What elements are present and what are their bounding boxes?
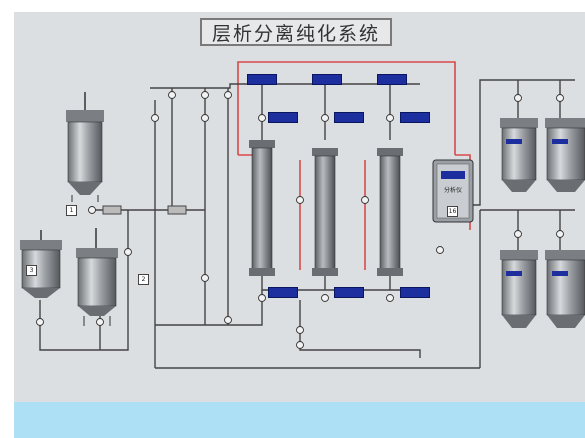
- pump-2: [167, 205, 187, 215]
- column-1: [249, 140, 275, 276]
- tank-badge-2: 2: [138, 274, 149, 285]
- page-title: 层析分离纯化系统: [200, 18, 392, 46]
- analyzer-display: [441, 171, 465, 179]
- indicator-bottom-1: [268, 287, 298, 298]
- column-2: [312, 148, 338, 276]
- tank-bottom-mid: [76, 228, 118, 326]
- analyzer-badge: 16: [447, 206, 458, 217]
- status-bar: [14, 402, 585, 438]
- valves: [36, 91, 564, 349]
- indicator-top-2: [312, 74, 342, 85]
- tank-right-3: [500, 250, 538, 328]
- indicator-mid-1: [268, 112, 298, 123]
- column-3: [377, 148, 403, 276]
- indicator-mid-2: [334, 112, 364, 123]
- tank-right-4: [545, 250, 585, 328]
- indicator-bottom-3: [400, 287, 430, 298]
- tank-right-2: [545, 118, 585, 192]
- tank-bottom-left: [20, 230, 62, 298]
- tank-badge-3: 3: [26, 265, 37, 276]
- pump-1: [102, 205, 122, 215]
- tank-badge-1: 1: [66, 205, 77, 216]
- tank-top-left: [66, 92, 104, 202]
- indicator-mid-3: [400, 112, 430, 123]
- tank-right-1: [500, 118, 538, 192]
- indicator-top-3: [377, 74, 407, 85]
- pipe-network: [39, 79, 575, 369]
- indicator-bottom-2: [334, 287, 364, 298]
- analyzer-label: 分析仪: [443, 187, 462, 194]
- indicator-top-1: [247, 74, 277, 85]
